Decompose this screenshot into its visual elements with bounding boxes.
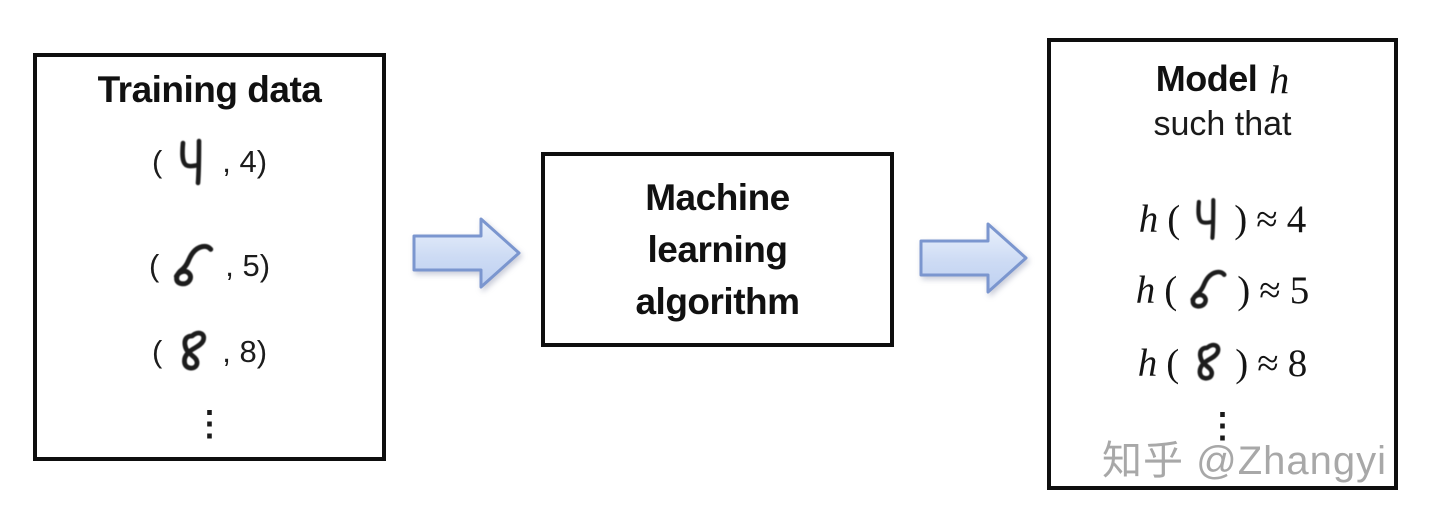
eq-value: 8 [1287, 341, 1308, 385]
training-data-title: Training data [97, 69, 322, 110]
equation-row-4: h( ) ≈ 4 [1051, 187, 1394, 251]
watermark: 知乎 @Zhangyi [1102, 439, 1388, 483]
model-title: Model h [1051, 52, 1394, 106]
training-pair-row-4: ( , 4) [37, 130, 382, 194]
handwritten-digit-8 [1188, 336, 1226, 390]
equation-row-8: h( ) ≈ 8 [1051, 331, 1394, 395]
equation-row-5: h( ) ≈ 5 [1051, 258, 1394, 322]
approx-symbol: ≈ [1259, 268, 1281, 312]
eq-value: 4 [1286, 197, 1307, 241]
handwritten-digit-4 [1189, 193, 1225, 245]
eq-func: h [1135, 268, 1156, 312]
approx-symbol: ≈ [1257, 341, 1279, 385]
eq-open-paren: ( [1166, 341, 1180, 385]
pair-open-paren: ( [151, 144, 163, 179]
handwritten-digit-5 [169, 240, 215, 292]
algorithm-line-3: algorithm [635, 280, 800, 322]
approx-symbol: ≈ [1256, 197, 1278, 241]
eq-func: h [1138, 197, 1159, 241]
model-subtitle: such that [1153, 104, 1292, 143]
pair-open-paren: ( [151, 334, 163, 369]
model-box: Model h such that h( ) ≈ 4 h( ) ≈ 5 h( )… [1047, 38, 1398, 490]
arrow-right-icon [412, 217, 521, 289]
vertical-ellipsis: ⋮ [1205, 407, 1240, 445]
eq-open-paren: ( [1164, 268, 1178, 312]
eq-close-paren: ) [1237, 268, 1251, 312]
algorithm-box: Machine learning algorithm [541, 152, 894, 347]
model-title-math-h: h [1269, 56, 1290, 102]
eq-open-paren: ( [1167, 197, 1181, 241]
arrow-right-icon [919, 222, 1028, 294]
vertical-ellipsis: ⋮ [192, 405, 227, 443]
pair-open-paren: ( [148, 248, 160, 283]
eq-close-paren: ) [1235, 341, 1249, 385]
eq-func: h [1137, 341, 1158, 385]
algorithm-line-1: Machine [645, 176, 790, 218]
algorithm-line-2: learning [647, 228, 788, 270]
model-title-bold: Model [1155, 58, 1258, 99]
handwritten-digit-5 [1186, 266, 1228, 314]
handwritten-digit-8 [172, 323, 212, 381]
training-pair-row-8: ( , 8) [37, 320, 382, 384]
eq-value: 5 [1289, 268, 1310, 312]
pair-label: , 4) [222, 144, 268, 179]
eq-close-paren: ) [1234, 197, 1248, 241]
pair-label: , 8) [222, 334, 268, 369]
handwritten-digit-4 [172, 134, 212, 190]
training-data-box: Training data ( , 4) ( , 5) ( , 8) ⋮ [33, 53, 386, 461]
training-pair-row-5: ( , 5) [37, 234, 382, 298]
pair-label: , 5) [225, 248, 271, 283]
